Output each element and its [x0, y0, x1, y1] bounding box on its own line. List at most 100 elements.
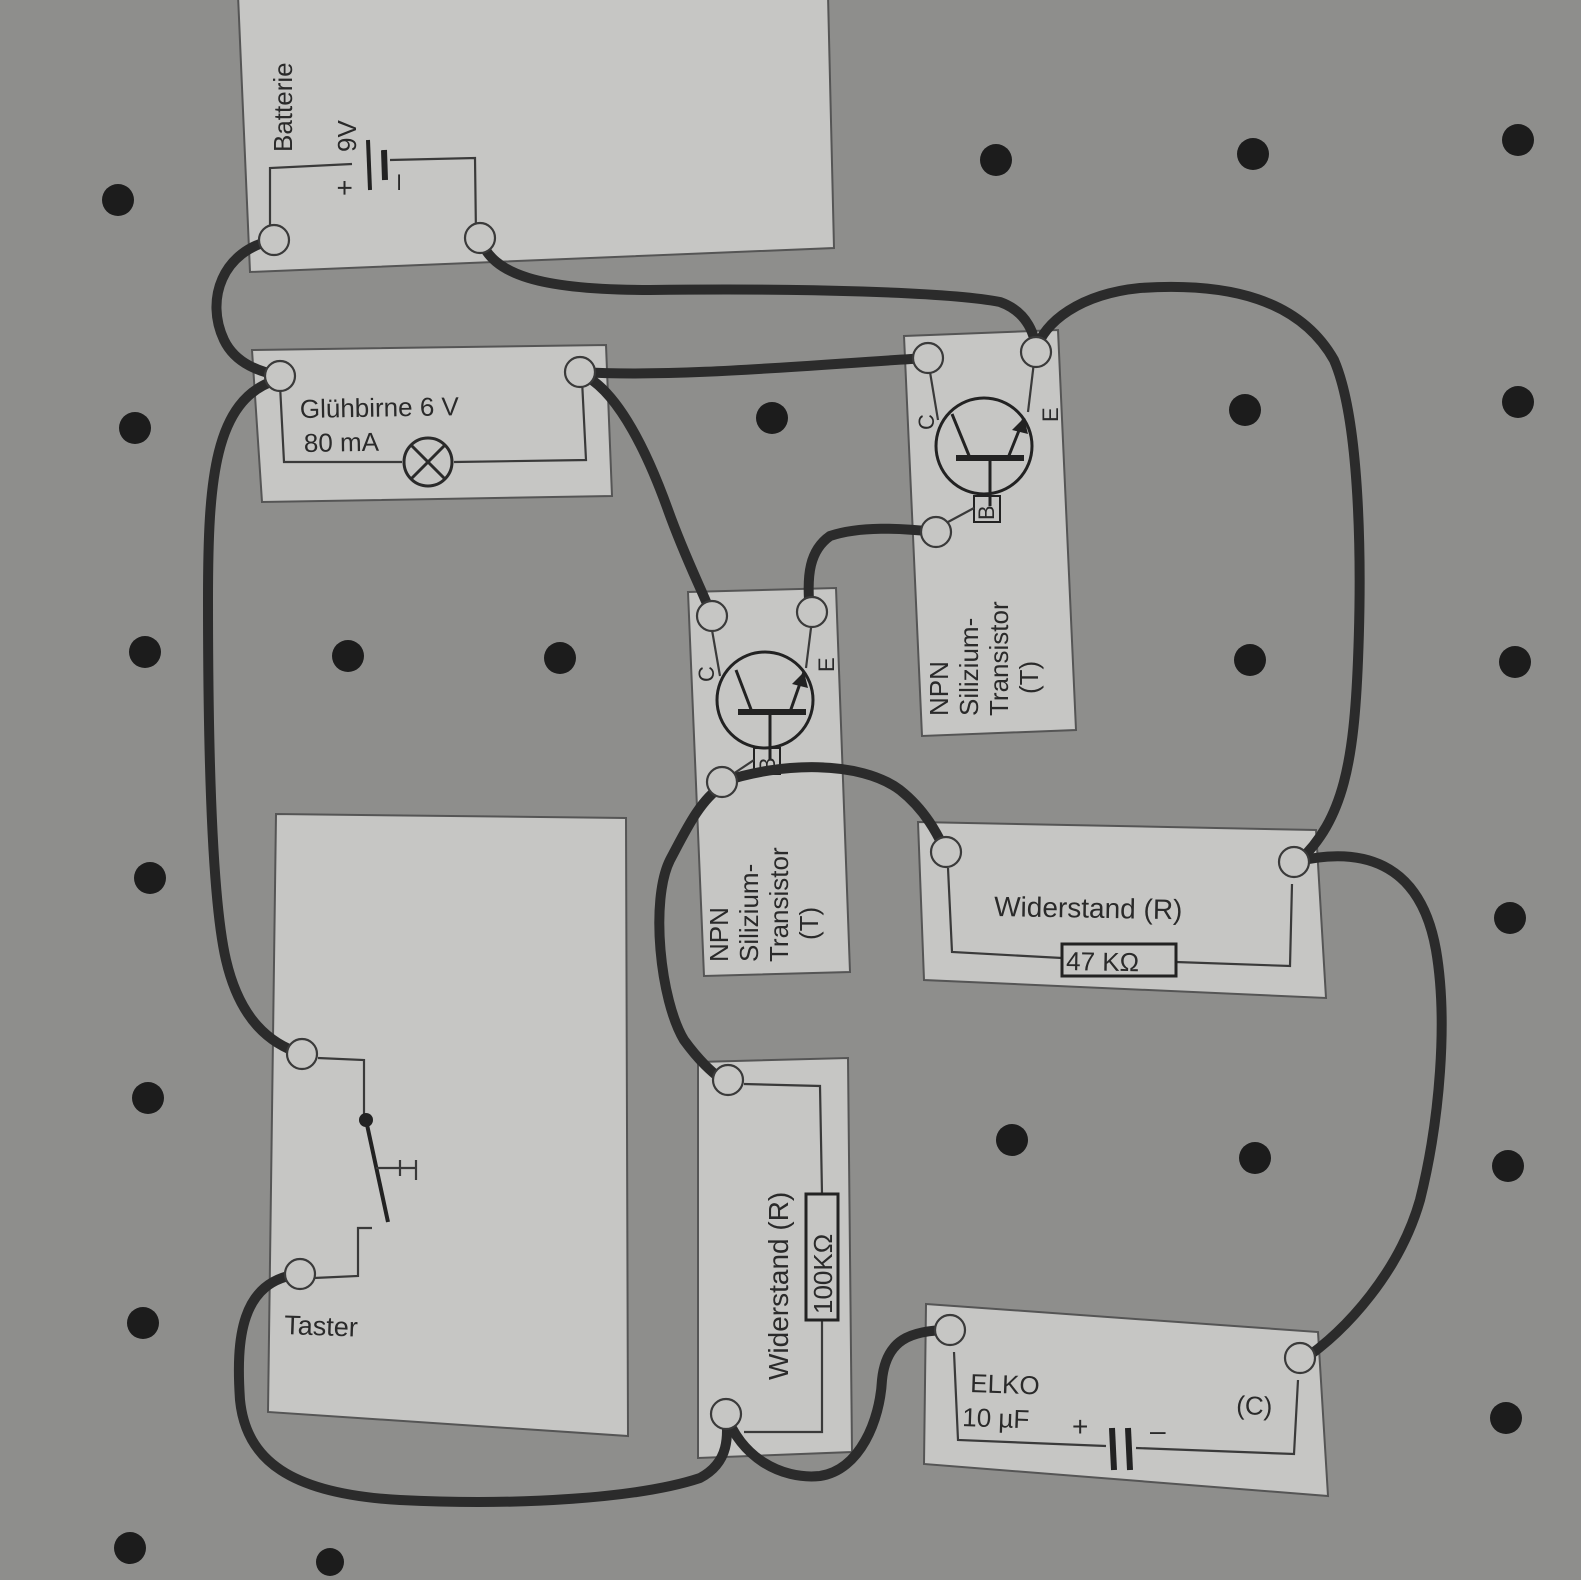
taster-terminal-top[interactable]: [285, 1037, 319, 1071]
hole: [316, 1548, 344, 1576]
capacitor-plate: [1109, 1427, 1117, 1471]
transistor-1-c-label: C: [694, 666, 719, 682]
resistor-47k-label: Widerstand (R): [994, 891, 1183, 925]
wire: [203, 375, 307, 1059]
hole: [1492, 1150, 1524, 1182]
transistor-2-card: C E B NPN Silizium- Transistor (T): [902, 328, 1078, 738]
battery-cell-long: [366, 139, 372, 191]
elko-designator: (C): [1236, 1390, 1273, 1421]
transistor-2-collector-terminal[interactable]: [911, 341, 945, 375]
switch-lever: [364, 1119, 390, 1223]
elko-minus: –: [1150, 1415, 1166, 1446]
hole: [996, 1124, 1028, 1156]
elko-label: ELKO: [970, 1368, 1040, 1400]
hole: [756, 402, 788, 434]
wire: [717, 762, 951, 857]
terminals: [257, 221, 1317, 1431]
resistor-symbol: [1060, 942, 1178, 978]
wires: [203, 233, 1447, 1507]
bulb-terminal-right[interactable]: [563, 355, 597, 389]
wire: [575, 353, 933, 379]
resistor-47k-card: Widerstand (R) 47 KΩ: [916, 820, 1328, 1000]
wire: [577, 369, 717, 621]
hole: [129, 636, 161, 668]
resistor-100k-label: Widerstand (R): [763, 1192, 794, 1380]
pegboard-holes: [102, 124, 1534, 1576]
bulb-terminal-left[interactable]: [263, 359, 297, 393]
transistor-2-b-label: B: [974, 505, 999, 520]
hole: [1494, 902, 1526, 934]
resistor-100k-value: 100KΩ: [808, 1234, 838, 1314]
elko-plus: +: [1072, 1411, 1088, 1442]
hole: [544, 642, 576, 674]
transistor-1-line2: Silizium-: [734, 864, 764, 962]
battery-minus: –: [381, 174, 412, 190]
wire: [211, 235, 285, 381]
hole: [119, 412, 151, 444]
battery-minus-terminal[interactable]: [463, 221, 497, 255]
transistor-1-base-terminal[interactable]: [705, 765, 739, 799]
battery-card: Batterie 9V + –: [237, 0, 836, 274]
capacitor-plate: [1125, 1427, 1133, 1471]
wire: [803, 523, 941, 617]
wire: [1031, 281, 1365, 867]
hole: [1237, 138, 1269, 170]
hole: [1490, 1402, 1522, 1434]
hole: [1499, 646, 1531, 678]
emitter-arrow-icon: [792, 672, 808, 688]
wire: [475, 233, 1041, 359]
wire: [721, 1325, 955, 1482]
hole: [332, 640, 364, 672]
resistor-47k-terminal-left[interactable]: [929, 835, 963, 869]
taster-card: Taster: [266, 812, 630, 1438]
transistor-2-base-terminal[interactable]: [919, 515, 953, 549]
bulb-current: 80 mA: [304, 427, 380, 458]
elko-terminal-left[interactable]: [933, 1313, 967, 1347]
wire: [233, 1269, 732, 1507]
transistor-2-emitter-terminal[interactable]: [1019, 335, 1053, 369]
battery-cell-short: [381, 149, 388, 181]
elko-card: ELKO 10 µF (C) + –: [922, 1302, 1330, 1498]
bulb-card: Glühbirne 6 V 80 mA: [250, 343, 614, 504]
hole: [1239, 1142, 1271, 1174]
lamp-icon: [402, 436, 454, 488]
transistor-1-line4: (T): [794, 907, 824, 940]
battery-voltage: 9V: [332, 120, 362, 152]
hole: [127, 1307, 159, 1339]
battery-plus-terminal[interactable]: [257, 223, 291, 257]
transistor-1-e-label: E: [814, 657, 839, 672]
hole: [132, 1082, 164, 1114]
hole: [134, 862, 166, 894]
battery-plus: +: [329, 180, 360, 196]
transistor-2-e-label: E: [1038, 407, 1063, 422]
hole: [980, 144, 1012, 176]
transistor-2-line3: Transistor: [984, 601, 1014, 716]
hole: [1502, 386, 1534, 418]
taster-label: Taster: [284, 1310, 359, 1343]
elko-value: 10 µF: [962, 1402, 1030, 1434]
wire: [654, 781, 727, 1085]
hole: [1502, 124, 1534, 156]
resistor-100k-terminal-bottom[interactable]: [709, 1397, 743, 1431]
resistor-47k-value: 47 KΩ: [1066, 946, 1139, 977]
resistor-100k-terminal-top[interactable]: [711, 1063, 745, 1097]
transistor-1-emitter-terminal[interactable]: [795, 595, 829, 629]
resistor-symbol: [804, 1192, 840, 1322]
transistor-1-card: C E B NPN Silizium- Transistor (T): [686, 586, 852, 978]
transistor-1-line3: Transistor: [764, 847, 794, 962]
hole: [114, 1532, 146, 1564]
emitter-arrow-icon: [1012, 418, 1028, 434]
transistor-2-line2: Silizium-: [954, 618, 984, 716]
hole: [1229, 394, 1261, 426]
bulb-label: Glühbirne 6 V: [300, 391, 460, 424]
hole: [1234, 644, 1266, 676]
resistor-100k-card: Widerstand (R) 100KΩ: [697, 1056, 854, 1460]
transistor-1-line1: NPN: [704, 907, 734, 962]
transistor-2-line1: NPN: [924, 661, 954, 716]
transistor-1-collector-terminal[interactable]: [695, 599, 729, 633]
elko-terminal-right[interactable]: [1283, 1341, 1317, 1375]
taster-terminal-bottom[interactable]: [283, 1257, 317, 1291]
battery-label: Batterie: [268, 62, 298, 152]
resistor-47k-terminal-right[interactable]: [1277, 845, 1311, 879]
